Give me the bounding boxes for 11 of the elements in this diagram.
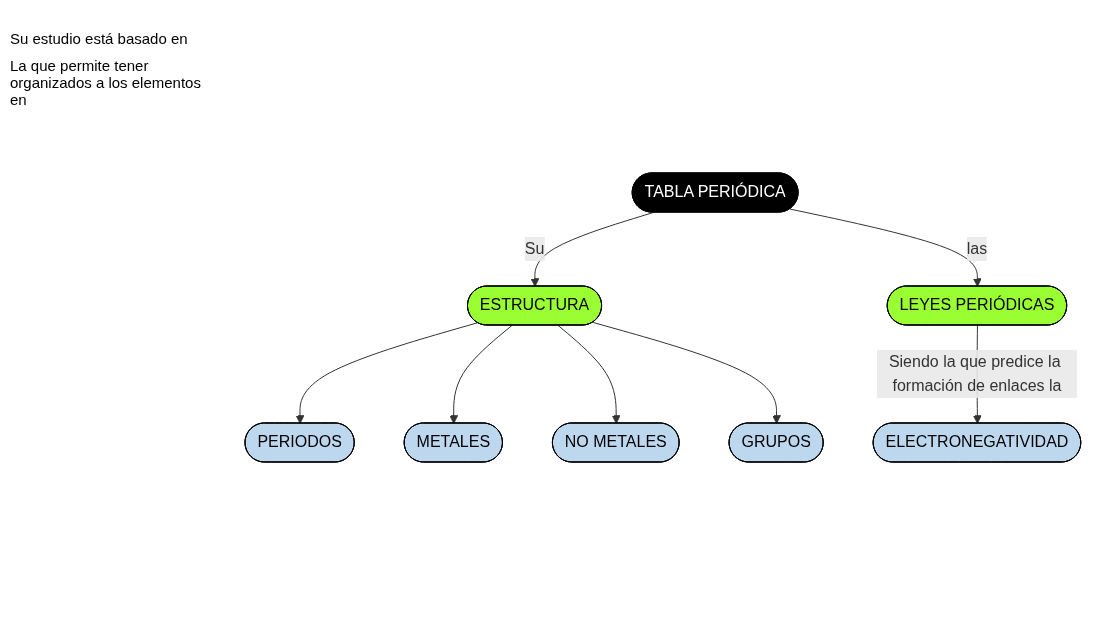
arrow xyxy=(592,321,782,424)
note-text: Su estudio está basado en xyxy=(10,30,189,47)
arrow xyxy=(449,324,513,424)
arrow xyxy=(530,211,654,287)
note-text: La que permite tener organizados a los elementos en xyxy=(10,57,202,108)
edge-label: las xyxy=(966,239,988,257)
arrow xyxy=(789,208,982,287)
arrow xyxy=(557,324,621,424)
arrow xyxy=(295,321,479,424)
edge-label: Su xyxy=(524,239,545,257)
edge-label: Siendo la que predice la formación de enlaces la xyxy=(889,352,1062,394)
